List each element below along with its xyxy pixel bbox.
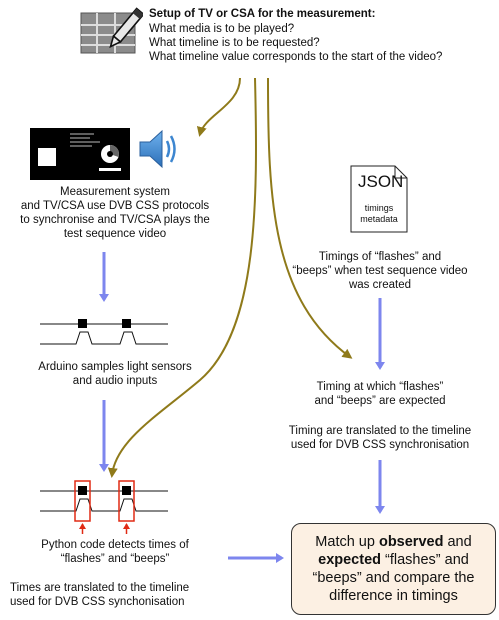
measurement-line-3: to synchronise and TV/CSA plays the (20, 214, 210, 226)
setup-question-timeline: What timeline is to be requested? (149, 37, 320, 49)
arduino-pulse-marker-1 (78, 319, 87, 328)
json-caption-line-2: metadata (360, 214, 398, 224)
python-translate-text: Times are translated to the timeline use… (10, 581, 230, 609)
edit-table-icon (80, 7, 143, 54)
expected-text: Timing at which “flashes” and “beeps” ar… (275, 380, 485, 408)
python-waveform (40, 490, 168, 512)
arduino-pulse-marker-2 (122, 319, 131, 328)
measurement-system-device (30, 128, 130, 180)
speaker-icon (139, 129, 176, 169)
python-line-2: “flashes” and “beeps” (60, 553, 170, 565)
json-caption: timings metadata (352, 203, 406, 225)
python-pulse-marker-1 (78, 486, 87, 495)
arduino-waveform (40, 323, 168, 345)
measurement-line-1: Measurement system (60, 186, 170, 198)
arduino-line-2: and audio inputs (72, 375, 158, 387)
setup-arrow-to-expected (267, 77, 353, 359)
timings-created-line-1: Timings of “flashes” and (318, 251, 442, 263)
python-line-1: Python code detects times of (41, 539, 189, 551)
python-translate-line-1: Times are translated to the timeline (10, 582, 190, 594)
json-label: JSON (358, 172, 404, 191)
measurement-line-4: test sequence video (63, 228, 167, 240)
expected-translate-text: Timing are translated to the timeline us… (275, 424, 485, 452)
python-highlight-box-1 (74, 480, 91, 522)
timings-created-text: Timings of “flashes” and “beeps” when te… (275, 250, 485, 292)
timings-created-line-3: was created (348, 279, 411, 291)
setup-question-start-value: What timeline value corresponds to the s… (149, 51, 443, 63)
measurement-line-2: and TV/CSA use DVB CSS protocols (20, 200, 210, 212)
python-text: Python code detects times of “flashes” a… (10, 538, 220, 566)
measurement-system-text: Measurement system and TV/CSA use DVB CS… (10, 185, 220, 241)
json-caption-line-1: timings (364, 203, 394, 213)
result-observed: observed (378, 534, 444, 550)
setup-question-media: What media is to be played? (149, 23, 295, 35)
expected-translate-line-2: used for DVB CSS synchronisation (290, 439, 470, 451)
python-highlight-box-2 (118, 480, 135, 522)
result-text: Match up observed and expected “flashes”… (312, 534, 475, 604)
timings-created-line-2: “beeps” when test sequence video (292, 265, 468, 277)
expected-line-2: and “beeps” are expected (314, 395, 446, 407)
python-translate-line-2: used for DVB CSS synchonisation (10, 596, 185, 608)
expected-translate-line-1: Timing are translated to the timeline (288, 425, 472, 437)
result-box: Match up observed and expected “flashes”… (291, 523, 496, 615)
json-document-icon (350, 165, 408, 233)
arduino-text: Arduino samples light sensors and audio … (10, 360, 220, 388)
python-pulse-marker-2 (122, 486, 131, 495)
setup-arrow-to-python (107, 77, 257, 478)
setup-arrow-to-measurement (196, 77, 241, 137)
result-expected: expected (318, 552, 381, 568)
arduino-line-1: Arduino samples light sensors (38, 361, 192, 373)
setup-title: Setup of TV or CSA for the measurement: (149, 8, 376, 20)
expected-line-1: Timing at which “flashes” (316, 381, 444, 393)
